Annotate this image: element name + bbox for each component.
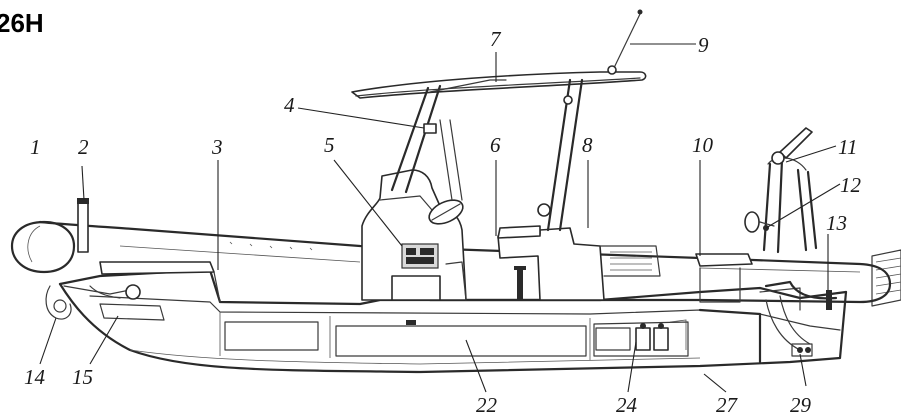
callout-22: 22 (476, 393, 498, 417)
leader-27 (703, 373, 727, 393)
callout-9: 9 (698, 33, 709, 57)
leader-14 (39, 317, 57, 365)
center-console (361, 169, 467, 301)
aft-arch (744, 127, 818, 254)
leader-29 (799, 353, 807, 387)
bow-eye (45, 284, 141, 320)
leaning-post (497, 203, 661, 301)
front-seat (99, 261, 221, 303)
leader-2 (81, 165, 85, 201)
leader-15 (89, 315, 119, 365)
callout-15: 15 (72, 365, 93, 389)
leader-12 (765, 183, 841, 229)
callout-29: 29 (790, 393, 812, 417)
callout-27: 27 (716, 393, 739, 417)
callout-2: 2 (78, 135, 89, 159)
boat-illustration (10, 9, 901, 374)
callout-7: 7 (490, 27, 502, 51)
callout-1: 1 (30, 135, 41, 159)
t-top (351, 9, 647, 232)
callout-8: 8 (582, 133, 593, 157)
leader-lines (39, 43, 841, 393)
leader-22 (465, 339, 487, 393)
model-label: 26H (0, 8, 44, 38)
callout-5: 5 (324, 133, 335, 157)
leader-4 (297, 107, 425, 129)
callout-6: 6 (490, 133, 501, 157)
callout-24: 24 (616, 393, 638, 417)
callout-11: 11 (838, 135, 857, 159)
callout-14: 14 (24, 365, 46, 389)
leader-11 (785, 145, 837, 163)
callout-13: 13 (826, 211, 847, 235)
callout-4: 4 (284, 93, 295, 117)
battery-compartment (595, 319, 687, 351)
callout-3: 3 (211, 135, 223, 159)
callout-10: 10 (692, 133, 714, 157)
outboard-engine (871, 249, 901, 307)
leader-24 (627, 341, 637, 393)
leader-5 (333, 159, 403, 247)
stern-seat (695, 253, 838, 357)
bow-post (77, 198, 89, 253)
callout-labels: 1 2 3 4 5 6 7 8 9 10 11 12 13 14 15 22 2… (24, 27, 862, 417)
callout-12: 12 (840, 173, 862, 197)
